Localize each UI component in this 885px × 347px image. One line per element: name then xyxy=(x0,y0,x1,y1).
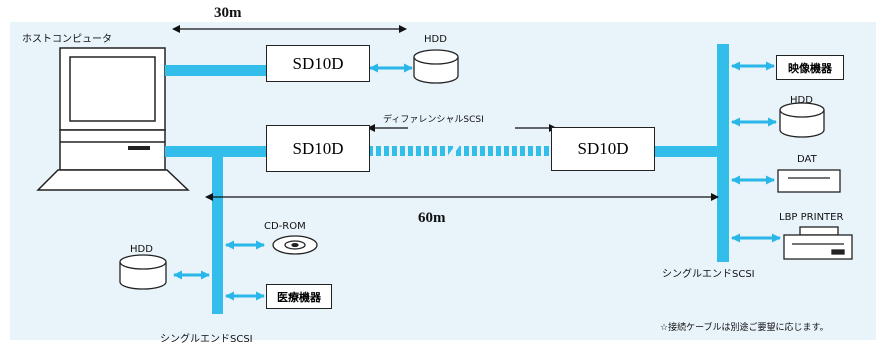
measurement-arrows xyxy=(172,25,719,201)
video-device-label: 映像機器 xyxy=(788,61,832,75)
scsi-buses xyxy=(165,44,729,314)
medical-device-box: 医療機器 xyxy=(266,284,332,309)
sd10d-top-box: SD10D xyxy=(266,45,370,82)
bus-host-to-sd-top xyxy=(165,65,267,76)
sd10d-top-label: SD10D xyxy=(292,53,344,73)
printer-label: LBP PRINTER xyxy=(779,212,844,223)
sd10d-mid-right-label: SD10D xyxy=(577,139,629,158)
hdd-right-icon xyxy=(779,102,825,138)
bus-right-vertical xyxy=(717,44,729,262)
host-computer xyxy=(36,47,190,191)
host-computer-label: ホストコンピュータ xyxy=(22,34,112,45)
single-end-scsi-left-label: シングルエンドSCSI xyxy=(160,334,253,345)
hdd-left-label: HDD xyxy=(130,244,153,255)
cable-note: ☆接続ケーブルは別途ご要望に応じます。 xyxy=(660,323,829,333)
differential-scsi-label: ディファレンシャルSCSI xyxy=(383,115,484,125)
sd10d-mid-left-label: SD10D xyxy=(292,138,344,158)
bus-sd-to-right xyxy=(653,146,723,157)
monitor-screen xyxy=(69,56,156,122)
printer-icon xyxy=(783,226,853,260)
bus-left-vertical xyxy=(212,146,223,314)
distance-60m-label: 60m xyxy=(418,210,446,226)
distance-30m-label: 30m xyxy=(214,5,242,21)
hdd-left-icon xyxy=(119,254,167,290)
single-end-scsi-right-label: シングルエンドSCSI xyxy=(662,269,755,280)
medical-device-label: 医療機器 xyxy=(277,290,321,304)
connection-arrows xyxy=(173,61,781,301)
video-device-box: 映像機器 xyxy=(776,55,844,80)
hdd-top-icon xyxy=(413,49,459,84)
dat-drive-icon xyxy=(777,169,841,193)
hdd-top-label: HDD xyxy=(424,34,447,45)
hdd-right-label: HDD xyxy=(790,95,813,106)
cdrom-disc-icon xyxy=(272,235,318,255)
cdrom-label: CD-ROM xyxy=(264,221,306,232)
differential-break-mark xyxy=(445,140,462,162)
dat-label: DAT xyxy=(797,154,817,165)
sd10d-mid-left-box: SD10D xyxy=(266,125,370,172)
sd10d-mid-right-box: SD10D xyxy=(551,127,655,171)
keyboard xyxy=(36,169,190,191)
drive-slot xyxy=(128,146,150,150)
